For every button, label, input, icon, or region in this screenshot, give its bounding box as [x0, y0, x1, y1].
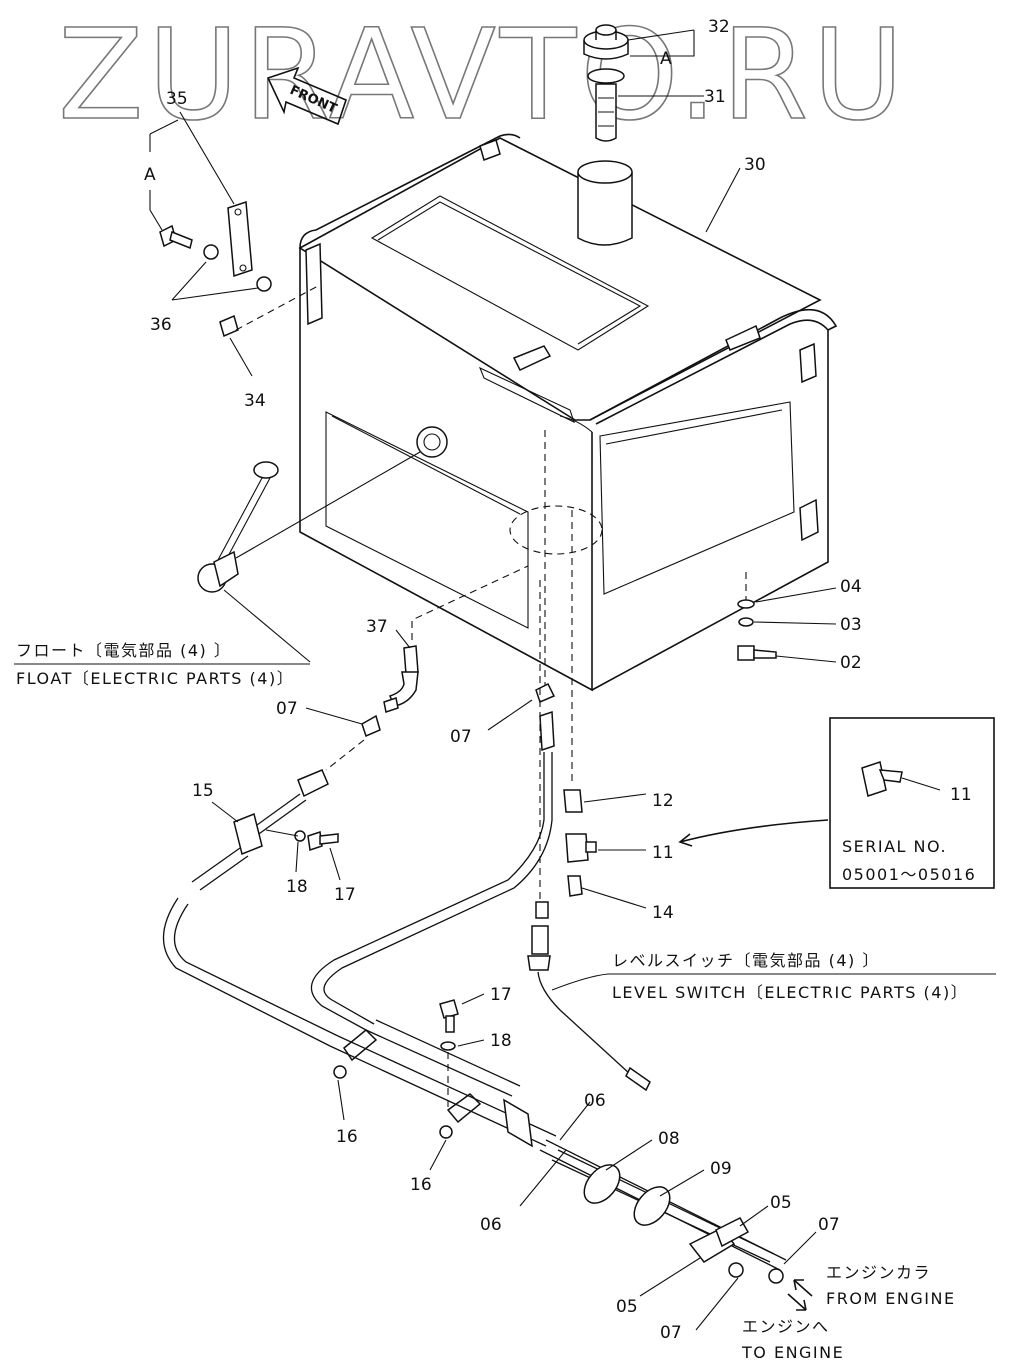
washer — [203, 244, 219, 260]
ref-a-top: A — [660, 49, 672, 69]
hose-bundle — [539, 1139, 787, 1284]
serial-box-title: SERIAL NO. — [842, 837, 947, 856]
part-18-a: 18 — [286, 877, 308, 897]
washer — [256, 276, 272, 292]
part-04: 04 — [840, 577, 862, 597]
level-switch-caption-en: LEVEL SWITCH〔ELECTRIC PARTS (4)〕 — [612, 983, 968, 1002]
part-05-b: 05 — [616, 1297, 638, 1317]
part-03: 03 — [840, 615, 862, 635]
elbow-fitting — [383, 645, 419, 713]
level-switch-caption-jp: レベルスイッチ〔電気部品 (4) 〕 — [612, 951, 880, 970]
fuel-strainer — [587, 68, 625, 142]
fuel-hose-right — [310, 710, 555, 1031]
part-11: 11 — [652, 843, 674, 863]
part-34: 34 — [244, 391, 266, 411]
part-08: 08 — [658, 1129, 680, 1149]
part-labels: 32 A 31 30 35 A 36 34 04 03 02 37 07 07 … — [144, 17, 862, 1343]
part-17-a: 17 — [334, 885, 356, 905]
part-05-a: 05 — [770, 1193, 792, 1213]
grommet — [219, 314, 239, 338]
part-15: 15 — [192, 781, 214, 801]
part-14: 14 — [652, 903, 674, 923]
part-17-b: 17 — [490, 985, 512, 1005]
part-07-b: 07 — [450, 727, 472, 747]
washer — [294, 830, 306, 842]
part-31: 31 — [704, 87, 726, 107]
mount-hardware — [737, 599, 777, 661]
part-16-b: 16 — [410, 1175, 432, 1195]
part-35: 35 — [166, 89, 188, 109]
part-30: 30 — [744, 155, 766, 175]
fuel-hose-left — [162, 769, 339, 1047]
watermark: ZURAVTO.RU — [58, 3, 908, 148]
from-engine-en: FROM ENGINE — [826, 1289, 956, 1308]
part-16-a: 16 — [336, 1127, 358, 1147]
part-02: 02 — [840, 653, 862, 673]
to-engine-jp: エンジンへ — [742, 1317, 830, 1336]
part-09: 09 — [710, 1159, 732, 1179]
washer — [440, 1041, 456, 1051]
part-36: 36 — [150, 315, 172, 335]
fitting — [563, 789, 597, 897]
serial-box: 11 SERIAL NO. 05001～05016 — [829, 717, 995, 889]
part-12: 12 — [652, 791, 674, 811]
serial-box-part: 11 — [950, 785, 972, 805]
ref-a-left: A — [144, 165, 156, 185]
mount-bracket — [227, 200, 253, 278]
bolt — [307, 831, 339, 851]
part-32: 32 — [708, 17, 730, 37]
bolt — [159, 224, 193, 250]
part-06-b: 06 — [480, 1215, 502, 1235]
serial-box-range: 05001～05016 — [842, 865, 976, 884]
part-06-a: 06 — [584, 1091, 606, 1111]
part-37: 37 — [366, 617, 388, 637]
part-07-a: 07 — [276, 699, 298, 719]
part-07-c: 07 — [818, 1215, 840, 1235]
fuel-tank — [298, 133, 838, 692]
level-switch — [527, 580, 651, 1092]
hose-clamp — [361, 714, 381, 738]
part-18-b: 18 — [490, 1031, 512, 1051]
float-caption-jp: フロート〔電気部品 (4) 〕 — [16, 641, 231, 660]
from-engine-jp: エンジンカラ — [826, 1263, 931, 1282]
hose-clamp — [535, 682, 556, 704]
float-caption-en: FLOAT〔ELECTRIC PARTS (4)〕 — [16, 669, 294, 688]
part-07-d: 07 — [660, 1323, 682, 1343]
bolt — [439, 999, 459, 1033]
to-engine-en: TO ENGINE — [741, 1343, 844, 1362]
fuel-float — [197, 461, 279, 593]
flow-arrows-icon — [787, 1279, 813, 1311]
